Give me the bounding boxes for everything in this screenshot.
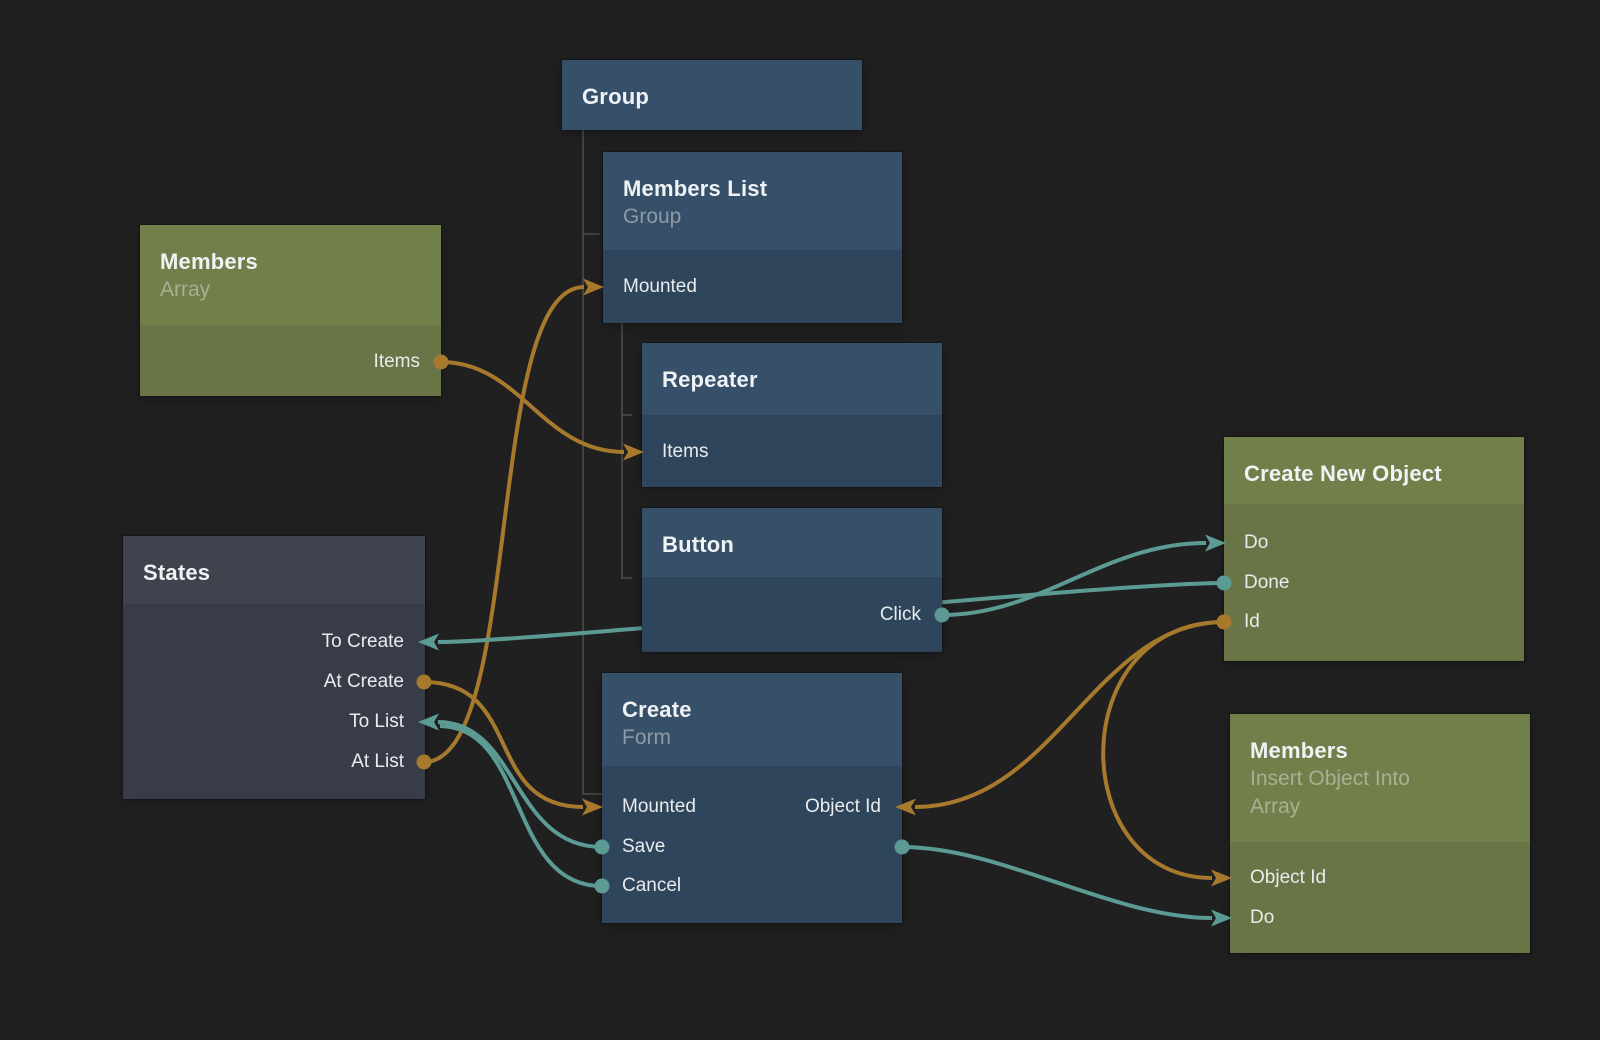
node-title: Button xyxy=(662,532,735,557)
port-members-list-mounted[interactable]: Mounted xyxy=(623,276,697,297)
node-header: Repeater xyxy=(642,343,942,393)
node-title: Repeater xyxy=(662,367,758,392)
node-body xyxy=(642,415,942,487)
port-members-insert-object-id[interactable]: Object Id xyxy=(1250,867,1327,888)
node-subtitle: Group xyxy=(623,205,682,228)
port-create-new-object-done[interactable]: Done xyxy=(1244,572,1290,593)
node-title: Create New Object xyxy=(1244,461,1442,486)
node-title: Members xyxy=(160,249,258,274)
node-states[interactable]: States To Create At Create To List At List xyxy=(123,536,425,799)
node-body xyxy=(642,577,942,652)
port-states-to-create[interactable]: To Create xyxy=(321,631,404,652)
port-create-cancel[interactable]: Cancel xyxy=(622,875,682,896)
port-create-save[interactable]: Save xyxy=(622,836,666,857)
node-body xyxy=(602,766,902,923)
port-members-array-items[interactable]: Items xyxy=(373,351,420,372)
port-create-new-object-id[interactable]: Id xyxy=(1244,611,1260,632)
connection-create.output--members-insert.do[interactable] xyxy=(901,845,1213,920)
node-subtitle: Array xyxy=(160,278,211,301)
node-subtitle: Array xyxy=(1250,795,1301,818)
node-header: States xyxy=(123,536,425,586)
node-title: Group xyxy=(582,84,649,109)
port-states-at-create[interactable]: At Create xyxy=(323,671,404,692)
node-title: States xyxy=(143,560,211,585)
node-header: Button xyxy=(642,508,942,558)
hierarchy-line-members-list-spine xyxy=(621,323,632,579)
node-title: Create xyxy=(622,697,692,722)
port-states-at-list[interactable]: At List xyxy=(351,751,404,772)
connection-members-array.items--repeater.items[interactable] xyxy=(440,360,625,454)
node-title: Members xyxy=(1250,738,1348,763)
node-subtitle: Insert Object Into xyxy=(1250,767,1410,790)
node-header: Group xyxy=(562,60,862,110)
hierarchy-line-group-spine xyxy=(582,130,603,795)
connection-create-new-object.id--members-insert.object-id[interactable] xyxy=(1101,620,1225,880)
port-create-new-object-do[interactable]: Do xyxy=(1244,532,1269,553)
node-body xyxy=(603,250,902,323)
port-create-mounted[interactable]: Mounted xyxy=(622,796,696,817)
connection-create.cancel--states.to-list[interactable] xyxy=(439,724,603,888)
port-repeater-items[interactable]: Items xyxy=(662,441,709,462)
node-body xyxy=(123,604,425,799)
node-header: Create New Object xyxy=(1224,437,1524,487)
port-button-click[interactable]: Click xyxy=(879,604,921,625)
connection-states.at-create--create.mounted[interactable] xyxy=(423,680,584,809)
node-body xyxy=(140,325,441,396)
port-states-to-list[interactable]: To List xyxy=(349,711,404,732)
node-body xyxy=(1224,504,1524,661)
node-subtitle: Form xyxy=(622,726,671,749)
connection-states.at-list--members-list.mounted[interactable] xyxy=(423,285,585,764)
connection-button.click--create-new-object.do[interactable] xyxy=(941,541,1207,617)
port-members-insert-do[interactable]: Do xyxy=(1250,907,1275,928)
connection-create.save--states.to-list[interactable] xyxy=(437,720,603,849)
node-group[interactable]: Group xyxy=(562,60,862,130)
node-title: Members List xyxy=(623,176,768,201)
port-create-object-id[interactable]: Object Id xyxy=(804,796,881,817)
node-body xyxy=(1230,842,1530,953)
